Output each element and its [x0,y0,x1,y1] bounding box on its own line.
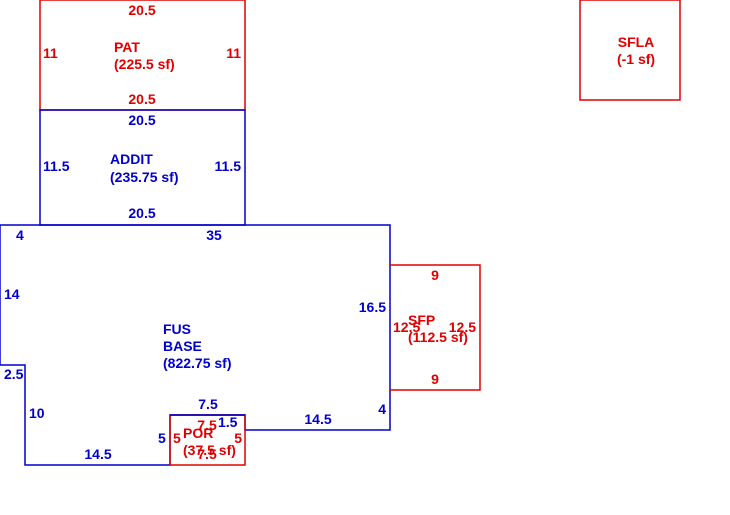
base-dim-left-lower: 10 [29,405,45,421]
base-name-line2: BASE [163,338,202,354]
addit-name: ADDIT [110,151,153,167]
sfp-dim-right: 12.5 [449,319,476,335]
sfp-dim-top: 9 [431,267,439,283]
base-dim-top: 35 [206,227,222,243]
base-dim-left-step: 2.5 [4,366,24,382]
sfla-outline [579,0,681,101]
base-dim-notch-top: 7.5 [198,396,218,412]
sfp-dim-bottom: 9 [431,371,439,387]
por-dim-top: 7.5 [197,417,217,433]
pat-name: PAT [114,39,140,55]
pat-area: (225.5 sf) [114,56,175,72]
base-area: (822.75 sf) [163,355,231,371]
addit-dim-bottom: 20.5 [128,205,155,221]
base-dim-bottom-right: 14.5 [304,411,331,427]
sfla-area: (-1 sf) [617,51,655,67]
sfp-outline [390,264,481,391]
base-dim-right-lower: 4 [378,401,386,417]
base-dim-top-left: 4 [16,227,24,243]
addit-dim-top: 20.5 [128,112,155,128]
por-dim-left: 5 [173,430,181,446]
sfp-dim-left: 12.5 [393,319,420,335]
base-dim-left-upper: 14 [4,286,20,302]
pat-dim-bottom: 20.5 [128,91,155,107]
por-area: (37.5 sf) [183,442,236,458]
base-dim-notch-right: 1.5 [218,414,238,430]
base-dim-right-upper: 16.5 [359,299,386,315]
por-dim-right: 5 [234,430,242,446]
base-name-line1: FUS [163,321,191,337]
addit-dim-right: 11.5 [215,158,242,174]
sfla-name: SFLA [618,34,655,50]
pat-dim-top: 20.5 [128,2,155,18]
addit-dim-left: 11.5 [43,158,70,174]
pat-dim-right: 11 [226,45,241,61]
sfp-area: (112.5 sf) [408,329,468,345]
addit-area: (235.75 sf) [110,169,178,185]
sfp-name: SFP [408,312,435,328]
pat-dim-left: 11 [43,45,58,61]
base-dim-notch-left: 5 [158,430,166,446]
por-dim-bottom: 7.5 [197,446,217,462]
por-name: POR [183,425,213,441]
base-dim-bottom-left: 14.5 [84,446,111,462]
